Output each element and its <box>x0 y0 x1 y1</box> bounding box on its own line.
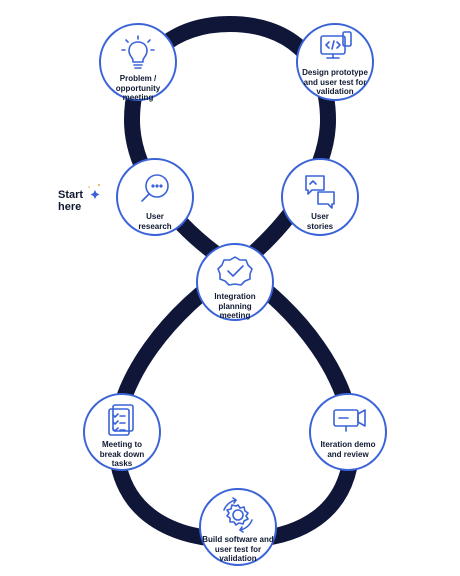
node-break-down-tasks <box>83 393 161 471</box>
node-iteration-demo <box>309 393 387 471</box>
lightbulb-icon <box>121 35 155 69</box>
iteration-demo-label: Iteration demo and review <box>320 440 376 459</box>
design-prototype-label: Design prototype and user test for valid… <box>302 68 368 96</box>
node-design-prototype <box>296 23 374 101</box>
node-user-research <box>116 158 194 236</box>
sparkle-icon <box>88 184 100 199</box>
badge-check-icon <box>217 256 253 286</box>
node-problem-opportunity <box>99 23 177 101</box>
magnifier-chat-icon <box>141 174 169 202</box>
problem-opportunity-label: Problem / opportunity meeting <box>115 74 161 102</box>
start-here-label: Start here <box>58 189 84 213</box>
node-user-stories <box>281 158 359 236</box>
integration-planning-label: Integration planning meeting <box>214 292 256 320</box>
build-software-label: Build software and user test for validat… <box>202 535 274 563</box>
checklist-icon <box>108 404 134 436</box>
video-camera-icon <box>333 409 366 432</box>
break-down-tasks-label: Meeting to break down tasks <box>99 440 145 468</box>
gear-cycle-icon <box>223 497 253 533</box>
prototype-code-icon <box>320 31 352 59</box>
user-stories-label: User stories <box>306 212 334 231</box>
node-build-software <box>199 488 277 566</box>
user-research-label: User research <box>138 212 172 231</box>
node-integration-planning <box>196 243 274 321</box>
chat-bubbles-icon <box>305 175 335 209</box>
